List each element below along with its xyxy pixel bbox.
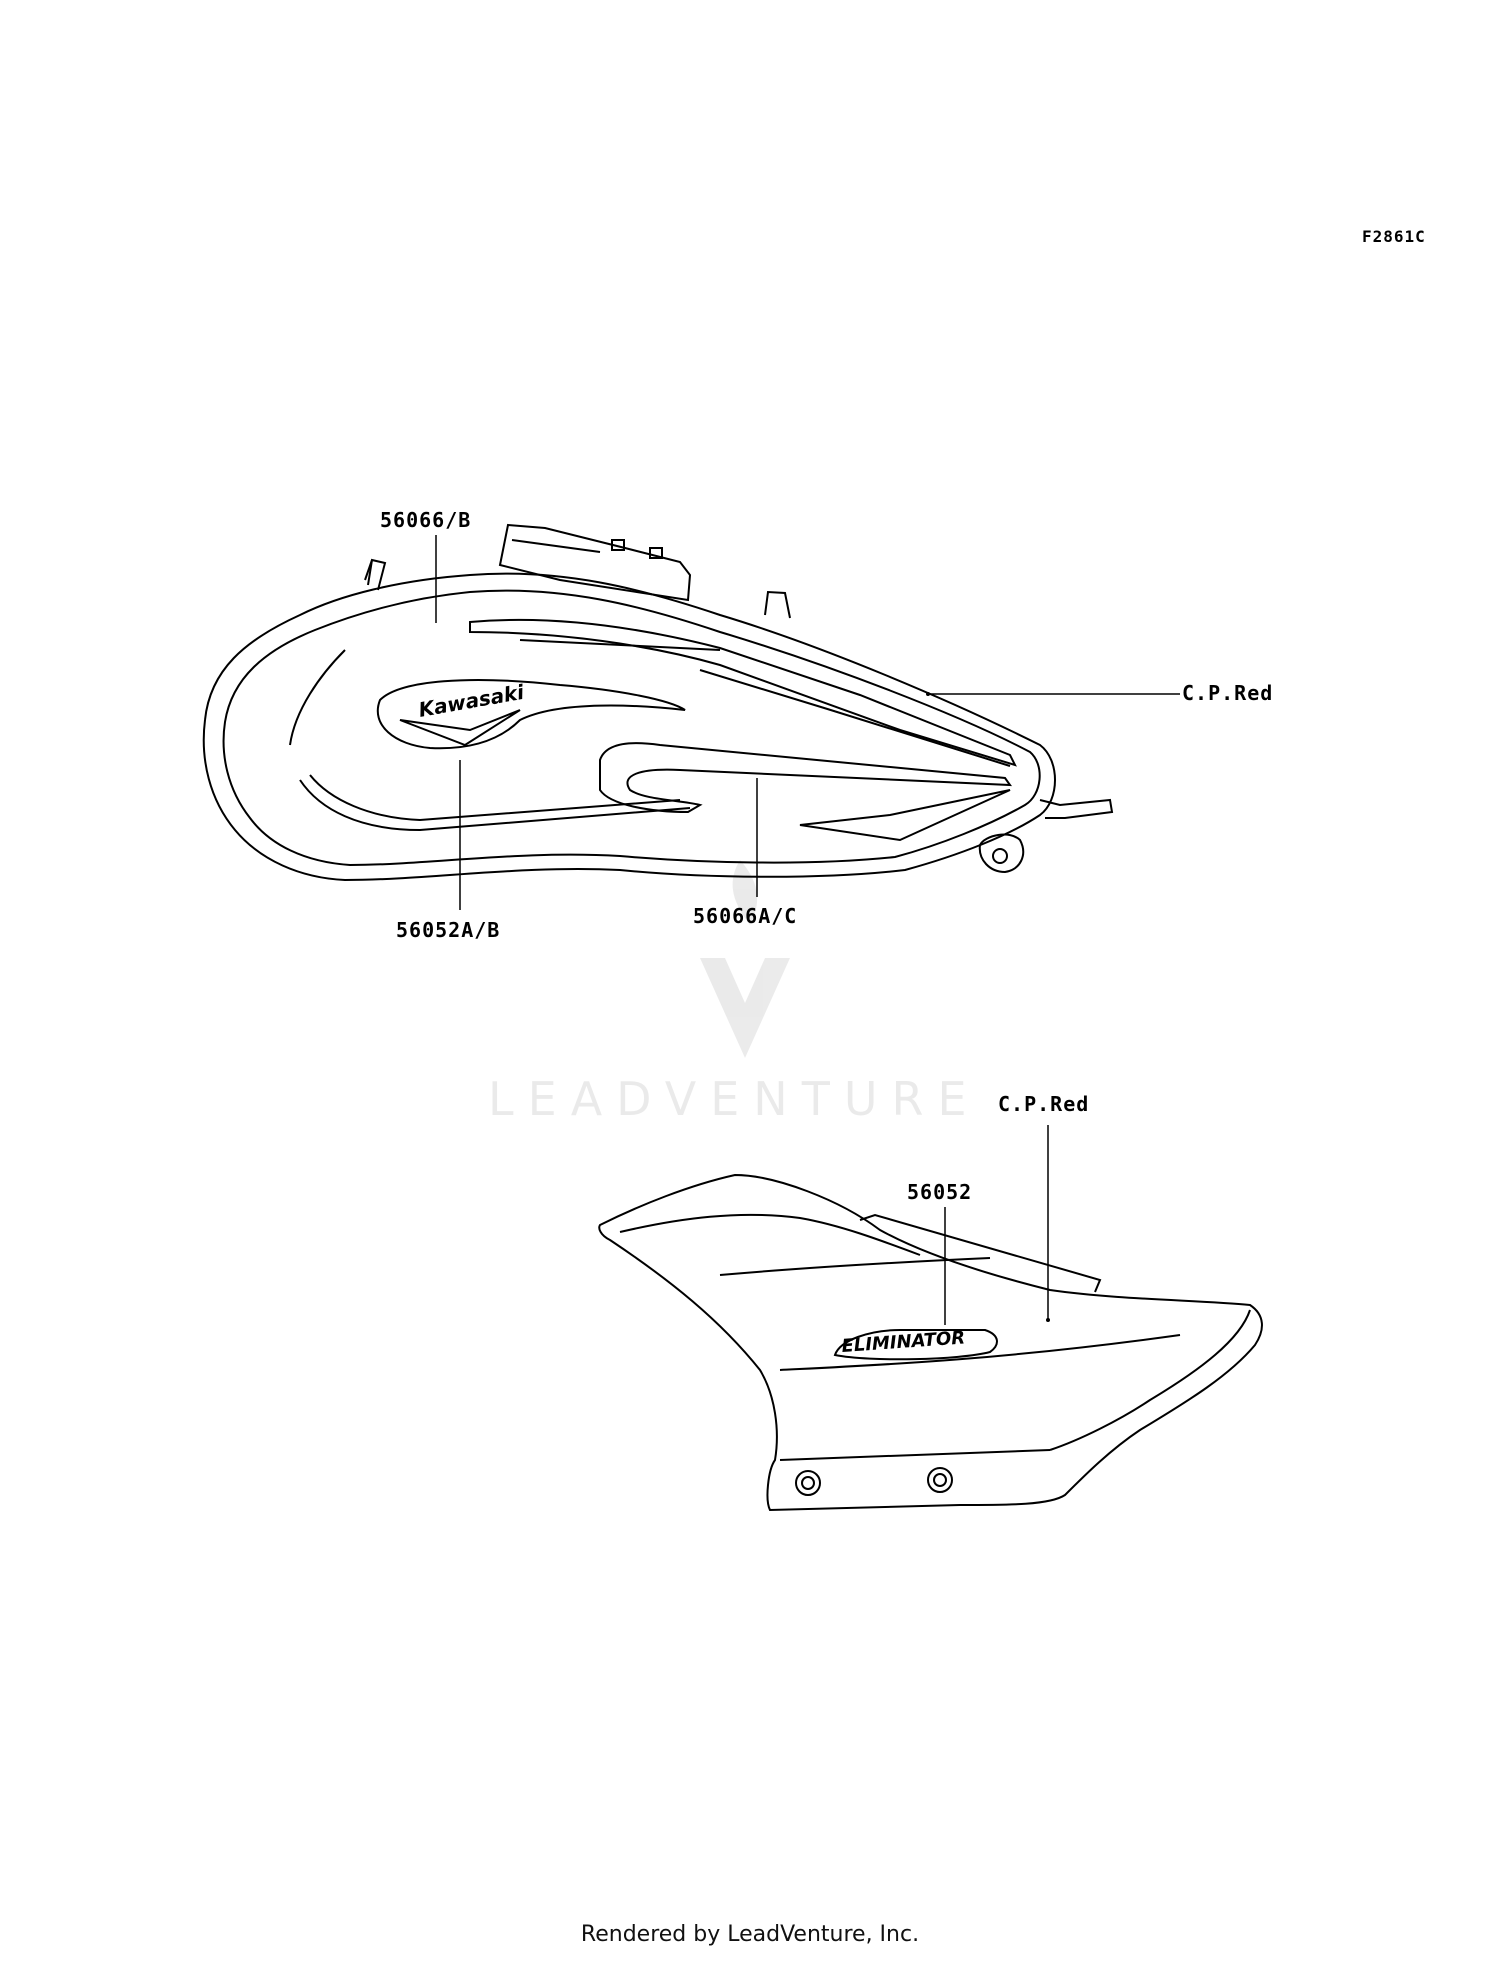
callout-56052a-b[interactable]: 56052A/B bbox=[396, 918, 501, 942]
callout-56066-b[interactable]: 56066/B bbox=[380, 508, 472, 532]
callout-56052[interactable]: 56052 bbox=[907, 1180, 973, 1204]
watermark-text: LEADVENTURE bbox=[488, 1072, 981, 1126]
callout-tank-color[interactable]: C.P.Red bbox=[1182, 681, 1274, 705]
tank-leaders bbox=[435, 535, 1180, 910]
kawasaki-emblem-shape bbox=[399, 709, 521, 747]
eliminator-logo: ELIMINATOR bbox=[841, 1327, 966, 1357]
diagram-code: F2861C bbox=[1362, 227, 1426, 246]
callout-56066a-c[interactable]: 56066A/C bbox=[693, 904, 798, 928]
fuel-tank bbox=[202, 523, 1114, 882]
cover-leaders bbox=[944, 1125, 1049, 1325]
side-cover bbox=[598, 1173, 1263, 1512]
footer-credit: Rendered by LeadVenture, Inc. bbox=[580, 1922, 920, 1947]
watermark-logo bbox=[700, 860, 790, 1058]
callout-cover-color[interactable]: C.P.Red bbox=[998, 1092, 1090, 1116]
